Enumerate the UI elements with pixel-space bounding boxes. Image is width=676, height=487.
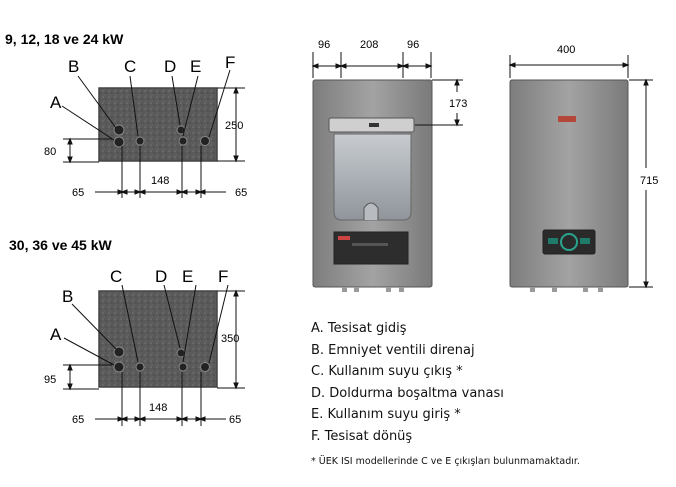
dim-65-left-small: 65 bbox=[72, 187, 84, 199]
dim-80-label: 80 bbox=[44, 146, 56, 158]
letters-large: B A C D E F bbox=[50, 267, 228, 344]
pipe-c-small bbox=[135, 136, 145, 146]
connection-legend: A. Tesisat gidiş B. Emniyet ventili dire… bbox=[311, 318, 671, 448]
front-pipe-stubs bbox=[342, 287, 404, 292]
letter-c-small: C bbox=[124, 57, 136, 76]
pipe-a-small bbox=[113, 136, 125, 148]
letter-a-large: A bbox=[50, 325, 62, 344]
unit-bottom-small bbox=[98, 87, 218, 162]
letter-e-large: E bbox=[182, 267, 193, 286]
letter-b-small: B bbox=[68, 57, 79, 76]
front-panel-strip bbox=[352, 243, 388, 246]
title-small: 9, 12, 18 ve 24 kW bbox=[5, 31, 124, 47]
front-dim-96-right: 96 bbox=[407, 39, 419, 51]
leaders-large bbox=[63, 284, 229, 366]
dim-65-right-small: 65 bbox=[235, 187, 247, 199]
leaders-small bbox=[61, 69, 231, 141]
pipe-connectors-large bbox=[113, 346, 210, 373]
bottom-view-small: 9, 12, 18 ve 24 kW B A C D E F bbox=[5, 31, 247, 199]
dim-148-small: 148 bbox=[151, 175, 169, 187]
unit-bottom-large bbox=[98, 290, 218, 388]
legend-item-b: B. Emniyet ventili direnaj bbox=[311, 342, 475, 358]
legend-item-f: F. Tesisat dönüş bbox=[311, 428, 413, 444]
pipe-f-large bbox=[200, 362, 210, 372]
closed-front-view: 400 715 bbox=[508, 44, 658, 292]
front-dim-vertical bbox=[415, 78, 463, 127]
closed-dim-715: 715 bbox=[640, 175, 658, 187]
front-bracket-slot bbox=[369, 123, 379, 127]
letter-f-small: F bbox=[225, 53, 235, 72]
front-panel-led bbox=[338, 236, 350, 240]
letter-d-small: D bbox=[164, 57, 176, 76]
pipe-f-small bbox=[200, 136, 210, 146]
pipe-c-large bbox=[135, 362, 145, 372]
dim-148-large: 148 bbox=[149, 402, 167, 414]
letter-c-large: C bbox=[110, 267, 122, 286]
display-left bbox=[548, 238, 558, 244]
legend-item-a: A. Tesisat gidiş bbox=[311, 321, 407, 336]
dim-horizontal-small bbox=[95, 146, 226, 198]
dim-horizontal-large bbox=[95, 372, 226, 426]
closed-dim-width bbox=[508, 55, 630, 78]
dim-65-right-large: 65 bbox=[229, 414, 241, 426]
bottom-view-large: 30, 36 ve 45 kW B A C D E F bbox=[9, 237, 245, 426]
dim-height-left-large bbox=[63, 363, 112, 391]
pipe-b-large bbox=[113, 346, 125, 358]
dim-350-label: 350 bbox=[221, 333, 239, 345]
front-dim-173: 173 bbox=[449, 98, 467, 110]
dim-height-right-large bbox=[217, 289, 245, 390]
brand-badge bbox=[558, 116, 576, 122]
front-glass-cover bbox=[333, 133, 412, 221]
pipe-b-small bbox=[113, 124, 125, 136]
legend-item-d: D. Doldurma boşaltma vanası bbox=[311, 385, 504, 401]
legend-item-e: E. Kullanım suyu giriş * bbox=[311, 407, 461, 423]
front-dim-208: 208 bbox=[360, 39, 378, 51]
dim-height-left-small bbox=[63, 137, 112, 164]
front-dim-96-left: 96 bbox=[318, 39, 330, 51]
dim-height-right-small bbox=[217, 86, 245, 163]
letter-f-large: F bbox=[218, 267, 228, 286]
closed-boiler-body bbox=[509, 79, 629, 288]
front-view: 96 208 96 173 bbox=[311, 39, 467, 292]
letter-a-small: A bbox=[50, 93, 62, 112]
closed-dim-400: 400 bbox=[557, 44, 575, 56]
control-knob bbox=[560, 233, 578, 251]
closed-dim-height bbox=[629, 78, 653, 289]
letter-d-large: D bbox=[155, 267, 167, 286]
pipe-connectors-small bbox=[113, 124, 210, 148]
closed-display-panel bbox=[542, 229, 596, 255]
pipe-e-small bbox=[178, 136, 188, 146]
title-large: 30, 36 ve 45 kW bbox=[9, 237, 113, 253]
letter-e-small: E bbox=[190, 57, 201, 76]
legend-item-c: C. Kullanım suyu çıkış * bbox=[311, 364, 463, 380]
front-heater-element bbox=[363, 202, 379, 220]
closed-pipe-stubs bbox=[530, 287, 603, 292]
footnote: * ÜEK ISI modellerinde C ve E çıkışları … bbox=[311, 456, 580, 467]
front-dims-top bbox=[311, 52, 433, 78]
letter-b-large: B bbox=[62, 287, 73, 306]
pipe-e-large bbox=[178, 362, 188, 372]
pipe-a-large bbox=[113, 361, 125, 373]
letters-small: B A C D E F bbox=[50, 53, 235, 112]
dim-95-label: 95 bbox=[44, 374, 56, 386]
dim-65-left-large: 65 bbox=[72, 414, 84, 426]
dim-250-label: 250 bbox=[225, 120, 243, 132]
display-right bbox=[580, 238, 590, 244]
